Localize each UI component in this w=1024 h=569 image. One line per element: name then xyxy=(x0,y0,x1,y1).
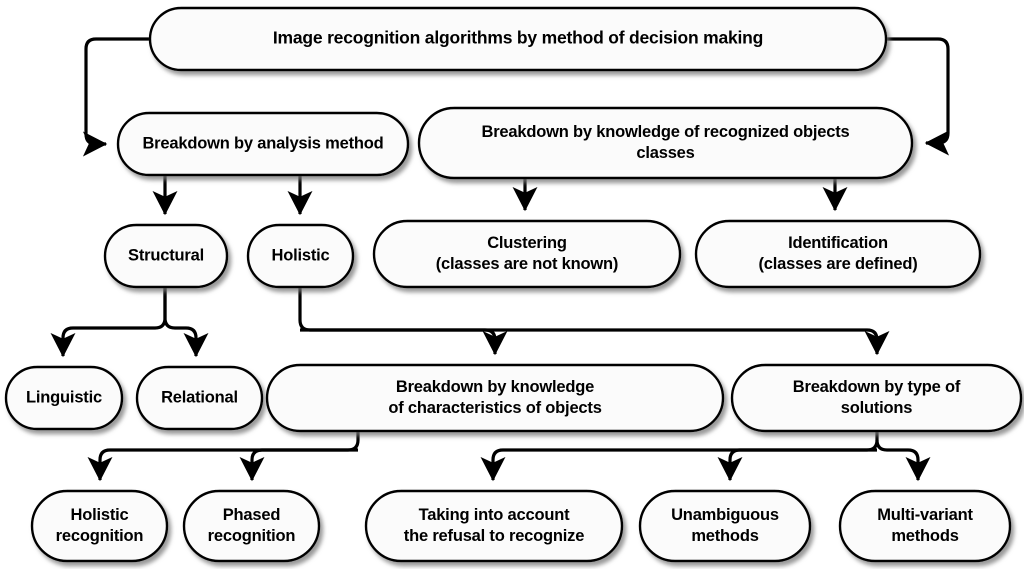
node-layer: Image recognition algorithms by method o… xyxy=(4,6,1023,563)
node-label-structural: Structural xyxy=(128,246,204,264)
node-box-breakdown-knowledge-recognized-objects[interactable] xyxy=(417,106,914,180)
node-identification[interactable]: Identification (classes are defined) xyxy=(694,219,982,289)
node-box-multi-variant-methods[interactable] xyxy=(838,489,1012,563)
node-box-breakdown-type-solutions[interactable] xyxy=(730,363,1023,433)
node-box-linguistic[interactable] xyxy=(4,365,124,431)
node-breakdown-analysis-method[interactable]: Breakdown by analysis method xyxy=(116,111,410,177)
connector-type-solutions-to-unambiguous xyxy=(717,448,877,482)
node-holistic[interactable]: Holistic xyxy=(246,223,355,289)
node-phased-recognition[interactable]: Phased recognition xyxy=(182,489,321,563)
connector-root-to-analysis-method xyxy=(82,37,150,157)
node-box-phased-recognition[interactable] xyxy=(182,489,321,563)
node-label-phased-recognition: recognition xyxy=(208,527,296,545)
node-label-holistic-recognition: Holistic xyxy=(71,506,129,524)
node-label-clustering: Clustering xyxy=(487,234,567,252)
node-label-holistic: Holistic xyxy=(272,246,330,264)
node-box-unambiguous-methods[interactable] xyxy=(638,489,812,563)
node-label-breakdown-knowledge-recognized-objects: Breakdown by knowledge of recognized obj… xyxy=(481,123,849,141)
node-label-taking-into-account-refusal: Taking into account xyxy=(419,506,571,524)
node-label-breakdown-analysis-method: Breakdown by analysis method xyxy=(142,134,383,152)
node-label-breakdown-type-solutions: solutions xyxy=(841,399,913,417)
node-label-multi-variant-methods: methods xyxy=(891,527,958,545)
node-structural[interactable]: Structural xyxy=(103,223,229,289)
node-box-relational[interactable] xyxy=(135,365,264,431)
node-label-breakdown-knowledge-characteristics: of characteristics of objects xyxy=(388,399,601,417)
node-label-clustering: (classes are not known) xyxy=(436,255,618,273)
node-holistic-recognition[interactable]: Holistic recognition xyxy=(30,489,169,563)
node-label-root: Image recognition algorithms by method o… xyxy=(273,28,763,48)
node-box-holistic-recognition[interactable] xyxy=(30,489,169,563)
node-taking-into-account-refusal[interactable]: Taking into account the refusal to recogn… xyxy=(364,489,624,563)
connector-type-solutions-to-multi-variant xyxy=(875,439,931,482)
node-label-breakdown-knowledge-recognized-objects: classes xyxy=(636,144,694,162)
node-unambiguous-methods[interactable]: Unambiguous methods xyxy=(638,489,812,563)
node-multi-variant-methods[interactable]: Multi-variant methods xyxy=(838,489,1012,563)
connector-holistic-to-type-solutions xyxy=(300,328,890,356)
node-label-unambiguous-methods: methods xyxy=(691,527,758,545)
node-label-breakdown-knowledge-characteristics: Breakdown by knowledge xyxy=(396,378,594,396)
node-breakdown-knowledge-recognized-objects[interactable]: Breakdown by knowledge of recognized obj… xyxy=(417,106,914,180)
connector-structural-to-relational xyxy=(163,287,209,358)
node-box-clustering[interactable] xyxy=(372,219,682,289)
node-label-identification: (classes are defined) xyxy=(758,255,917,273)
node-breakdown-type-solutions[interactable]: Breakdown by type of solutions xyxy=(730,363,1023,433)
node-box-root[interactable] xyxy=(148,6,888,72)
node-label-unambiguous-methods: Unambiguous xyxy=(671,506,779,524)
node-relational[interactable]: Relational xyxy=(135,365,264,431)
node-linguistic[interactable]: Linguistic xyxy=(4,365,124,431)
node-box-identification[interactable] xyxy=(694,219,982,289)
node-label-relational: Relational xyxy=(161,388,238,406)
node-label-multi-variant-methods: Multi-variant xyxy=(877,506,973,524)
node-box-structural[interactable] xyxy=(103,223,229,289)
connector-type-solutions-to-taking-into-account xyxy=(480,431,879,482)
node-clustering[interactable]: Clustering (classes are not known) xyxy=(372,219,682,289)
node-box-taking-into-account-refusal[interactable] xyxy=(364,489,624,563)
connector-knowledge-characteristics-to-holistic-recognition xyxy=(87,431,360,482)
connector-knowledge-characteristics-to-phased-recognition xyxy=(239,448,358,482)
node-breakdown-knowledge-characteristics[interactable]: Breakdown by knowledge of characteristics… xyxy=(265,363,725,433)
node-box-breakdown-knowledge-characteristics[interactable] xyxy=(265,363,725,433)
node-label-breakdown-type-solutions: Breakdown by type of xyxy=(793,378,961,396)
connector-structural-to-linguistic xyxy=(50,287,167,358)
node-box-holistic[interactable] xyxy=(246,223,355,289)
node-label-holistic-recognition: recognition xyxy=(56,527,144,545)
node-box-breakdown-analysis-method[interactable] xyxy=(116,111,410,177)
node-label-identification: Identification xyxy=(788,234,888,252)
node-label-taking-into-account-refusal: the refusal to recognize xyxy=(404,527,584,545)
node-label-phased-recognition: Phased xyxy=(223,506,281,524)
connector-holistic-to-knowledge-characteristics xyxy=(298,287,508,356)
connector-layer xyxy=(50,37,950,482)
node-label-linguistic: Linguistic xyxy=(26,388,102,406)
node-root[interactable]: Image recognition algorithms by method o… xyxy=(148,6,888,72)
connector-root-to-knowledge-recognized xyxy=(886,37,950,156)
